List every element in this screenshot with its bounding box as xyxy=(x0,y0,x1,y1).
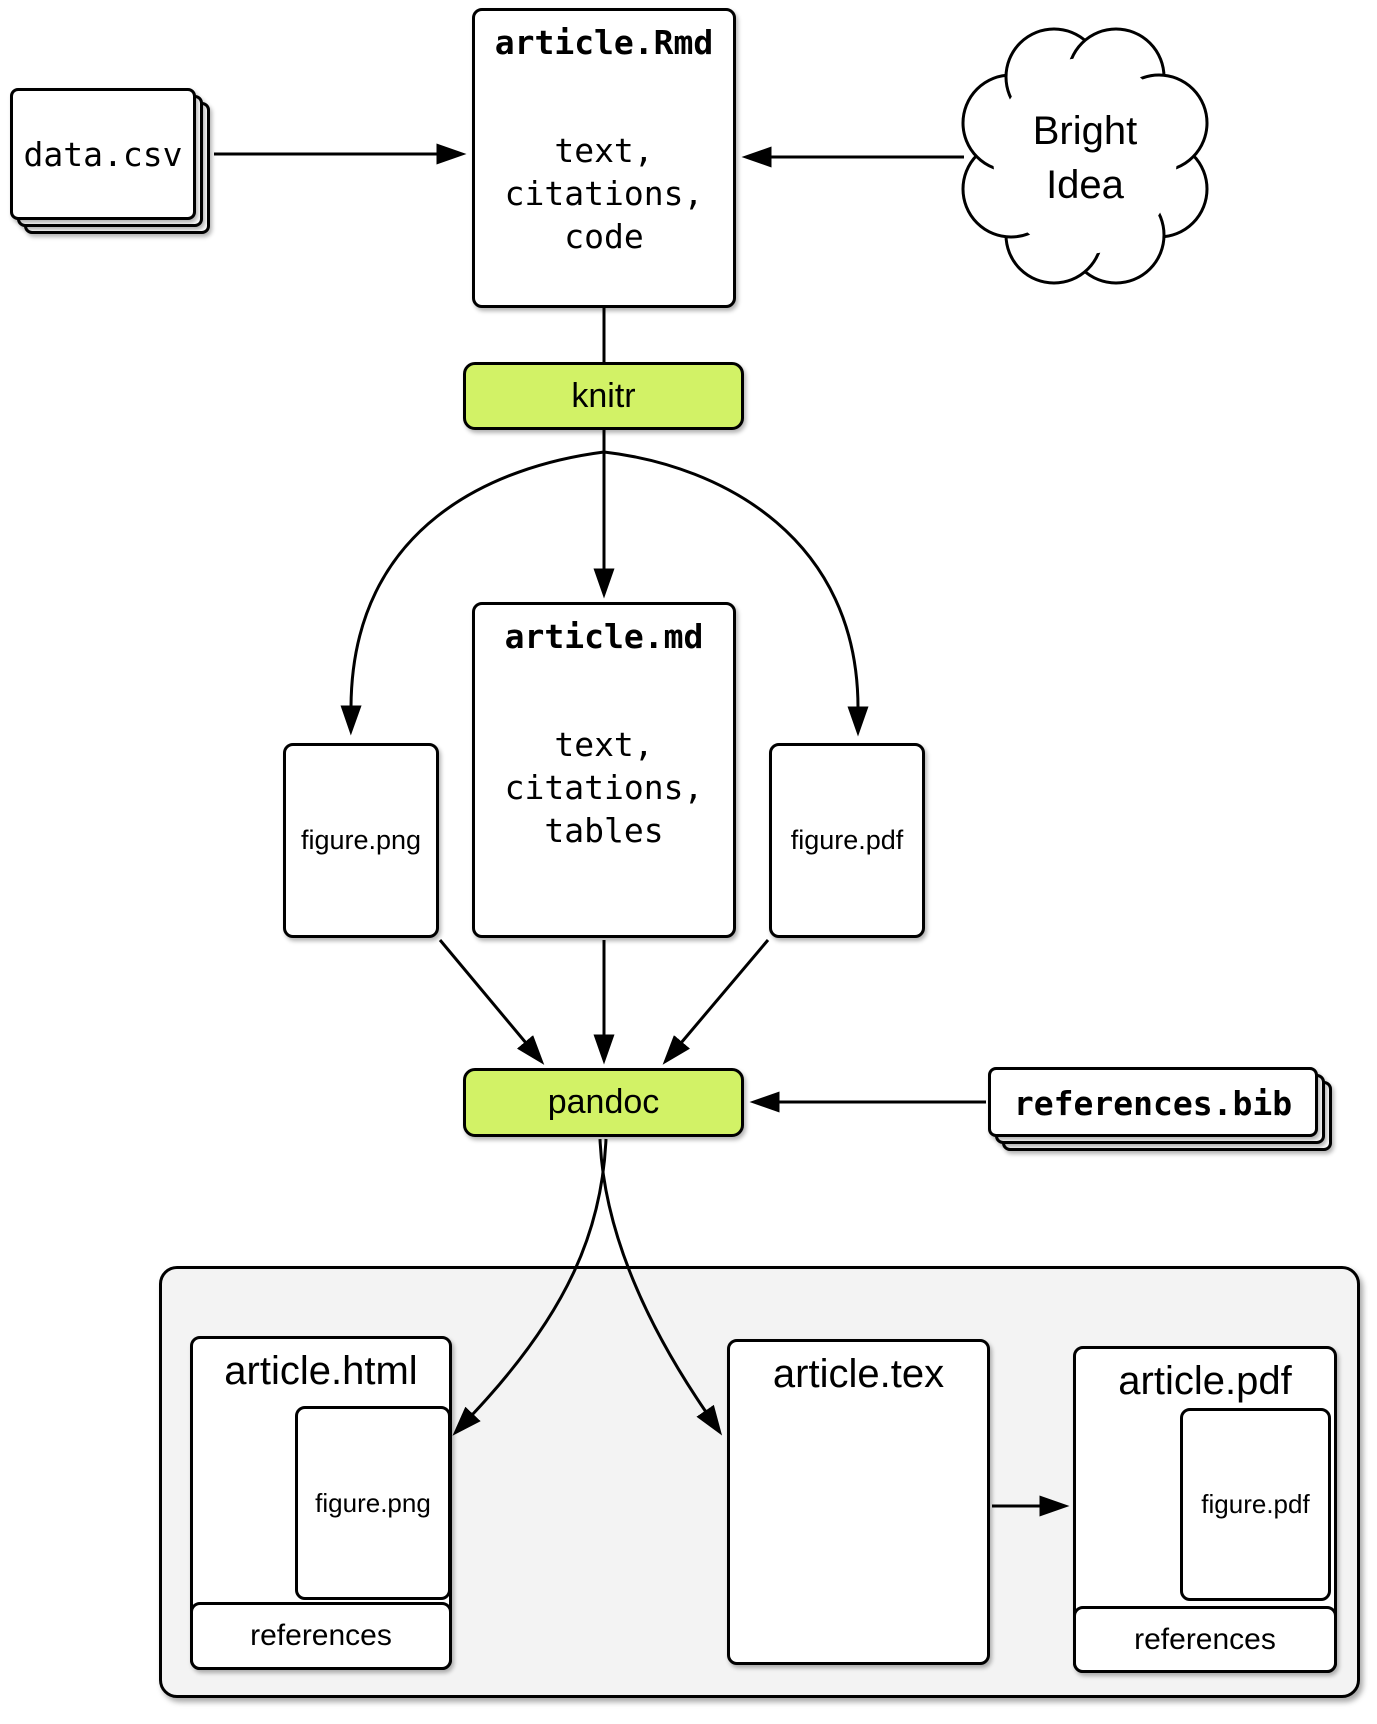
references-bib-label: references.bib xyxy=(1013,1084,1293,1123)
figure-png-node: figure.png xyxy=(283,743,439,938)
bright-idea-node: Bright Idea xyxy=(985,104,1185,212)
article-rmd-body: text, citations, code xyxy=(504,131,704,256)
article-html-title: article.html xyxy=(224,1349,418,1393)
article-pdf-figure-pdf-label: figure.pdf xyxy=(1201,1489,1310,1519)
article-md-title: article.md xyxy=(504,617,704,656)
data-csv-label: data.csv xyxy=(23,135,183,174)
article-html-node: article.html figure.png references xyxy=(190,1336,452,1670)
article-pdf-references-label: references xyxy=(1134,1622,1276,1656)
knitr-label: knitr xyxy=(571,376,636,415)
article-md-node: article.md text, citations, tables xyxy=(472,602,736,938)
article-pdf-references-bar: references xyxy=(1073,1606,1337,1673)
bright-idea-line2: Idea xyxy=(1046,163,1124,207)
article-tex-node: article.tex xyxy=(727,1339,990,1665)
article-pdf-node: article.pdf figure.pdf references xyxy=(1073,1346,1337,1673)
arrow-figurepdf-to-pandoc xyxy=(662,939,770,1065)
data-csv-file: data.csv xyxy=(10,88,196,220)
article-tex-title: article.tex xyxy=(772,1352,945,1396)
article-rmd-title: article.Rmd xyxy=(494,23,714,62)
article-html-references-label: references xyxy=(250,1619,392,1652)
figure-pdf-node: figure.pdf xyxy=(769,743,925,938)
article-pdf-figure-pdf-node: figure.pdf xyxy=(1180,1408,1331,1601)
article-html-figure-png-label: figure.png xyxy=(315,1487,431,1518)
article-rmd-node: article.Rmd text, citations, code xyxy=(472,8,736,308)
article-html-references-bar: references xyxy=(190,1602,452,1670)
figure-pdf-label: figure.pdf xyxy=(790,825,904,855)
references-bib-file: references.bib xyxy=(988,1067,1318,1137)
article-html-figure-png-node: figure.png xyxy=(295,1406,451,1600)
article-md-body: text, citations, tables xyxy=(504,725,704,850)
arrow-figurepng-to-pandoc xyxy=(438,939,545,1065)
bright-idea-line1: Bright xyxy=(1032,109,1138,153)
pandoc-label: pandoc xyxy=(547,1083,660,1121)
knitr-node: knitr xyxy=(463,362,744,430)
figure-png-label: figure.png xyxy=(300,825,422,855)
pandoc-node: pandoc xyxy=(463,1068,744,1137)
article-pdf-title: article.pdf xyxy=(1118,1359,1292,1403)
